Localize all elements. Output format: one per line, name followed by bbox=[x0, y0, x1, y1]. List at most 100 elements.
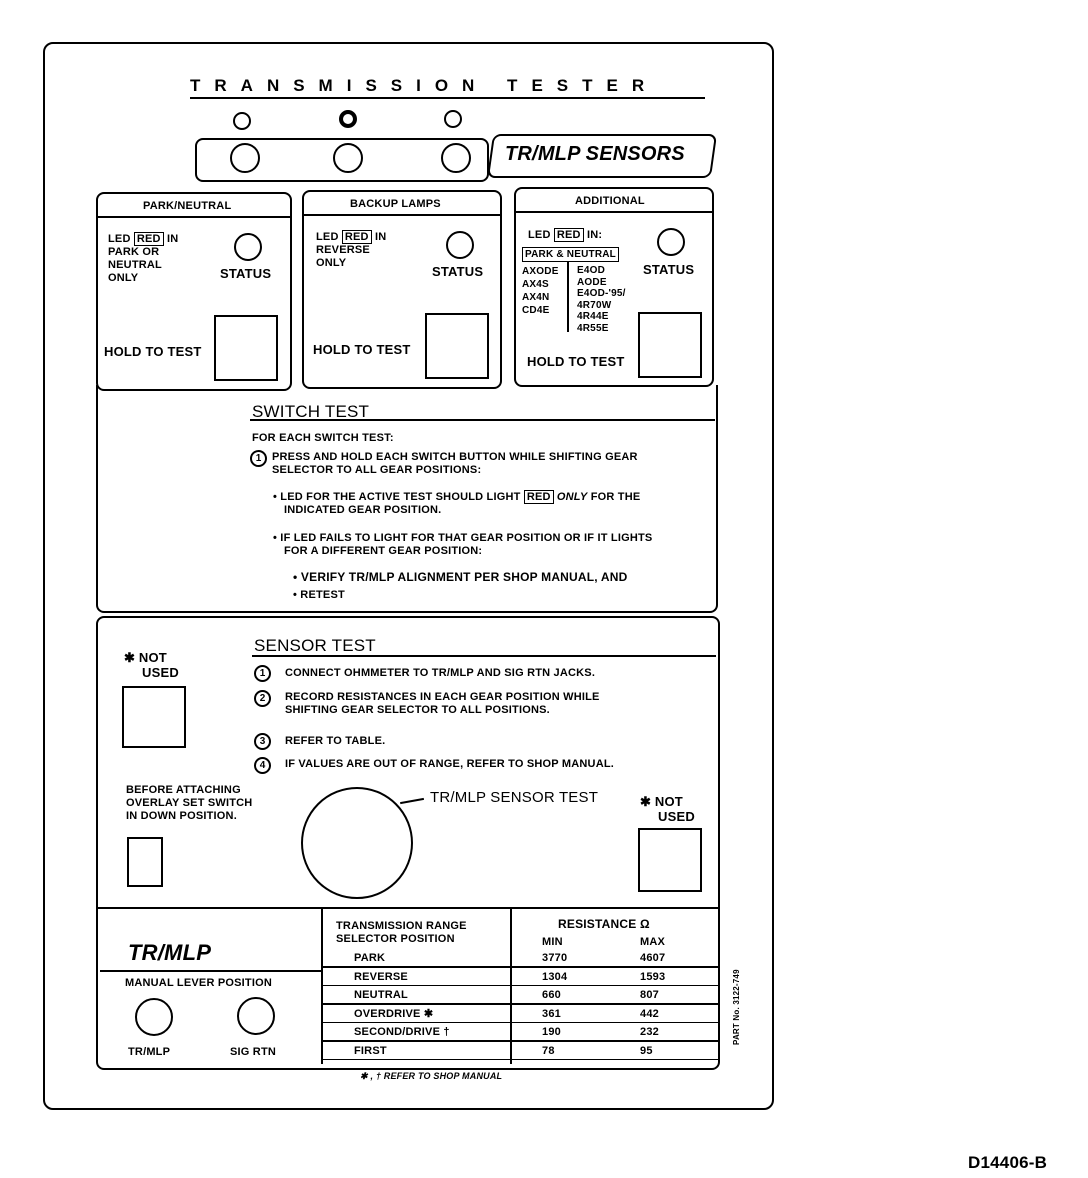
switch-test-title: SWITCH TEST bbox=[252, 402, 370, 421]
sensor-indicator-3 bbox=[444, 110, 462, 128]
trmlp-jack[interactable] bbox=[135, 998, 173, 1036]
not-used-left-label: ✱ NOT USED bbox=[124, 650, 179, 680]
park-neutral-header: PARK/NEUTRAL bbox=[143, 200, 232, 212]
resistance-table: TRANSMISSION RANGE SELECTOR POSITION RES… bbox=[322, 908, 718, 1064]
overlay-switch[interactable] bbox=[127, 837, 163, 887]
sensor-indicator-1 bbox=[233, 112, 251, 130]
not-used-right-label: ✱ NOT USED bbox=[640, 794, 695, 824]
divider bbox=[302, 214, 500, 216]
park-neutral-status-led bbox=[234, 233, 262, 261]
table-cell-min: 3770 bbox=[542, 952, 568, 964]
trmlp-logo: TR/MLP bbox=[128, 940, 212, 965]
sensor-test-panel bbox=[96, 616, 720, 1070]
divider bbox=[567, 262, 569, 332]
backup-hold-label: HOLD TO TEST bbox=[313, 342, 411, 357]
divider bbox=[96, 216, 290, 218]
trmlp-jack-label: TR/MLP bbox=[128, 1046, 171, 1058]
switch-bullet-2: • IF LED FAILS TO LIGHT FOR THAT GEAR PO… bbox=[273, 532, 653, 557]
sensor-step-4: IF VALUES ARE OUT OF RANGE, REFER TO SHO… bbox=[285, 758, 615, 770]
sensor-step-4-marker: 4 bbox=[254, 757, 271, 774]
sig-rtn-jack[interactable] bbox=[237, 997, 275, 1035]
backup-status-led bbox=[446, 231, 474, 259]
table-cell-max: 95 bbox=[640, 1044, 653, 1057]
table-row-line bbox=[322, 1040, 718, 1042]
table-cell-min: 190 bbox=[542, 1026, 561, 1038]
table-row-line bbox=[322, 1058, 718, 1060]
sensor-step-2: RECORD RESISTANCES IN EACH GEAR POSITION… bbox=[285, 691, 600, 716]
switch-sub-2: • RETEST bbox=[293, 589, 345, 601]
table-header-max: MAX bbox=[640, 936, 666, 948]
divider bbox=[100, 970, 321, 972]
table-cell-max: 1593 bbox=[640, 970, 666, 983]
tester-overlay-card bbox=[43, 42, 774, 1110]
sensor-step-3: REFER TO TABLE. bbox=[285, 735, 386, 747]
park-neutral-status-label: STATUS bbox=[220, 266, 272, 281]
table-cell-position: FIRST bbox=[354, 1044, 387, 1057]
dial-label: TR/MLP SENSOR TEST bbox=[430, 789, 599, 806]
additional-panel bbox=[514, 187, 714, 387]
step-1-number: 1 bbox=[255, 453, 262, 464]
table-cell-min: 78 bbox=[542, 1044, 555, 1057]
switch-intro: FOR EACH SWITCH TEST: bbox=[252, 432, 394, 444]
table-cell-max: 807 bbox=[640, 989, 659, 1001]
sensor-step-3-number: 3 bbox=[259, 736, 266, 747]
not-used-right-button[interactable] bbox=[638, 828, 702, 892]
sensor-step-1: CONNECT OHMMETER TO TR/MLP AND SIG RTN J… bbox=[285, 667, 596, 679]
document-id: D14406-B bbox=[968, 1153, 1048, 1172]
divider bbox=[252, 655, 716, 657]
backup-test-button[interactable] bbox=[425, 313, 489, 379]
table-cell-position: SECOND/DRIVE † bbox=[354, 1026, 450, 1038]
table-row-line bbox=[322, 966, 718, 968]
backup-led-text: LED RED IN REVERSE ONLY bbox=[316, 230, 387, 269]
divider bbox=[514, 211, 712, 213]
switch-test-panel bbox=[96, 385, 718, 613]
park-neutral-panel bbox=[96, 192, 292, 391]
additional-led-text: LED RED IN: bbox=[528, 228, 603, 242]
table-cell-position: PARK bbox=[354, 952, 386, 964]
table-cell-min: 1304 bbox=[542, 970, 568, 983]
sensor-step-2-number: 2 bbox=[259, 693, 266, 704]
table-cell-position: NEUTRAL bbox=[354, 989, 408, 1001]
table-cell-position: REVERSE bbox=[354, 970, 408, 983]
additional-status-label: STATUS bbox=[643, 262, 695, 277]
sensor-step-2-marker: 2 bbox=[254, 690, 271, 707]
backup-lamps-panel bbox=[302, 190, 502, 389]
table-cell-max: 442 bbox=[640, 1007, 659, 1020]
not-used-left-button[interactable] bbox=[122, 686, 186, 748]
sensor-test-dial[interactable] bbox=[301, 787, 413, 899]
park-neutral-test-button[interactable] bbox=[214, 315, 278, 381]
switch-sub-1: • VERIFY TR/MLP ALIGNMENT PER SHOP MANUA… bbox=[293, 570, 628, 584]
sig-rtn-jack-label: SIG RTN bbox=[230, 1046, 277, 1058]
manual-lever-label: MANUAL LEVER POSITION bbox=[125, 977, 273, 989]
table-header-position: TRANSMISSION RANGE SELECTOR POSITION bbox=[336, 920, 467, 945]
title-underline bbox=[190, 97, 705, 99]
sensor-led-2 bbox=[333, 143, 363, 173]
sensor-led-1 bbox=[230, 143, 260, 173]
sensors-label: TR/MLP SENSORS bbox=[505, 143, 685, 165]
sensor-indicator-strip bbox=[195, 138, 489, 182]
additional-test-button[interactable] bbox=[638, 312, 702, 378]
sensor-step-3-marker: 3 bbox=[254, 733, 271, 750]
table-footnote: ✱ , † REFER TO SHOP MANUAL bbox=[360, 1071, 503, 1081]
additional-models-left: AXODE AX4S AX4N CD4E bbox=[522, 266, 559, 316]
backup-header: BACKUP LAMPS bbox=[350, 198, 441, 210]
switch-bullet-1: • LED FOR THE ACTIVE TEST SHOULD LIGHT R… bbox=[273, 490, 641, 516]
divider bbox=[250, 419, 715, 421]
table-cell-max: 4607 bbox=[640, 952, 666, 964]
table-header-resistance: RESISTANCE Ω bbox=[558, 917, 650, 931]
backup-status-label: STATUS bbox=[432, 264, 484, 279]
table-row-line bbox=[322, 984, 718, 986]
additional-status-led bbox=[657, 228, 685, 256]
sensor-step-1-marker: 1 bbox=[254, 665, 271, 682]
sensor-step-4-number: 4 bbox=[259, 760, 266, 771]
table-cell-position: OVERDRIVE ✱ bbox=[354, 1007, 434, 1020]
step-1-marker: 1 bbox=[250, 450, 267, 467]
park-neutral-led-text: LED RED IN PARK OR NEUTRAL ONLY bbox=[108, 232, 179, 284]
table-header-min: MIN bbox=[542, 936, 563, 948]
divider bbox=[510, 908, 512, 1064]
table-cell-min: 361 bbox=[542, 1007, 561, 1020]
divider bbox=[96, 907, 718, 909]
table-row-line bbox=[322, 1021, 718, 1023]
additional-models-right: E4OD AODE E4OD-'95/ 4R70W 4R44E 4R55E bbox=[577, 265, 626, 334]
additional-header: ADDITIONAL bbox=[575, 195, 645, 207]
